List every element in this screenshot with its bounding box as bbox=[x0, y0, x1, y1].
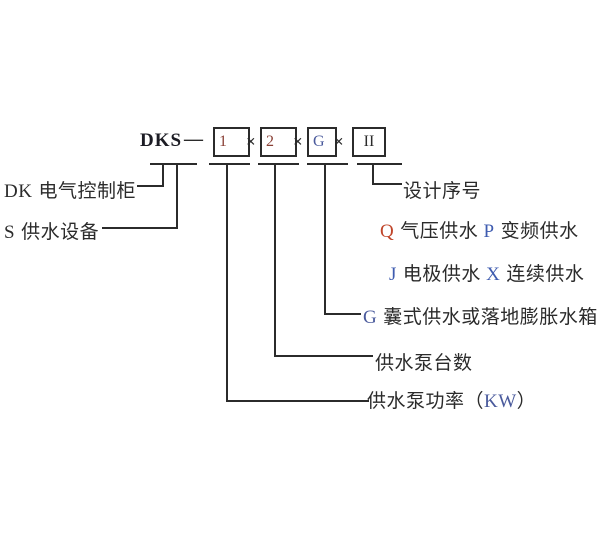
model-box-pump-count: 2 bbox=[260, 127, 297, 157]
elbow-dk bbox=[137, 185, 164, 187]
stem-pump-count bbox=[274, 163, 276, 357]
label-g-code: G bbox=[363, 307, 378, 328]
model-box-pump-count-value: 2 bbox=[266, 133, 274, 150]
stem-s bbox=[176, 163, 178, 229]
underline-box1 bbox=[209, 163, 250, 165]
elbow-supply-type bbox=[324, 313, 361, 315]
model-box-pump-power: 1 bbox=[213, 127, 250, 157]
label-g-text: 囊式供水或落地膨胀水箱 bbox=[383, 307, 598, 328]
label-p-code: P bbox=[483, 221, 495, 242]
label-dk-code: DK bbox=[4, 181, 33, 202]
model-prefix: DKS bbox=[140, 130, 183, 151]
stem-pump-power bbox=[226, 163, 228, 402]
label-pump-power-unit: KW bbox=[484, 391, 517, 412]
multiply-sign-1: × bbox=[246, 132, 256, 151]
model-box-design-series: II bbox=[352, 127, 386, 157]
underline-box2 bbox=[258, 163, 299, 165]
label-p-text: 变频供水 bbox=[500, 221, 579, 242]
label-s-text: 供水设备 bbox=[21, 222, 100, 243]
label-x-code: X bbox=[486, 264, 501, 285]
elbow-s bbox=[102, 227, 178, 229]
elbow-design-series bbox=[372, 183, 402, 185]
stem-supply-type bbox=[324, 163, 326, 315]
label-j-text: 电极供水 bbox=[402, 264, 481, 285]
stem-dk bbox=[162, 163, 164, 187]
underline-prefix bbox=[150, 163, 197, 165]
label-j-code: J bbox=[389, 264, 397, 285]
label-pump-power: 供水泵功率（KW） bbox=[367, 390, 536, 413]
dash-separator: — bbox=[184, 129, 203, 150]
label-q-code: Q bbox=[380, 221, 395, 242]
label-q-text: 气压供水 bbox=[400, 221, 479, 242]
stem-design-series bbox=[372, 163, 374, 185]
model-box-pump-power-value: 1 bbox=[219, 133, 227, 150]
model-box-supply-type-value: G bbox=[313, 133, 325, 150]
model-box-supply-type: G bbox=[307, 127, 337, 157]
label-s-code: S bbox=[4, 222, 16, 243]
label-x-text: 连续供水 bbox=[506, 264, 585, 285]
label-pump-power-suffix: ） bbox=[516, 391, 537, 412]
underline-box4 bbox=[357, 163, 402, 165]
label-dk-text: 电气控制柜 bbox=[38, 181, 136, 202]
underline-box3 bbox=[307, 163, 348, 165]
elbow-pump-count bbox=[274, 355, 373, 357]
elbow-pump-power bbox=[226, 400, 369, 402]
multiply-sign-3: × bbox=[334, 132, 344, 151]
label-design-series: 设计序号 bbox=[403, 181, 482, 202]
model-box-design-series-value: II bbox=[363, 133, 375, 150]
label-pump-power-text: 供水泵功率（ bbox=[367, 391, 485, 412]
label-pump-count: 供水泵台数 bbox=[375, 353, 473, 374]
multiply-sign-2: × bbox=[293, 132, 303, 151]
